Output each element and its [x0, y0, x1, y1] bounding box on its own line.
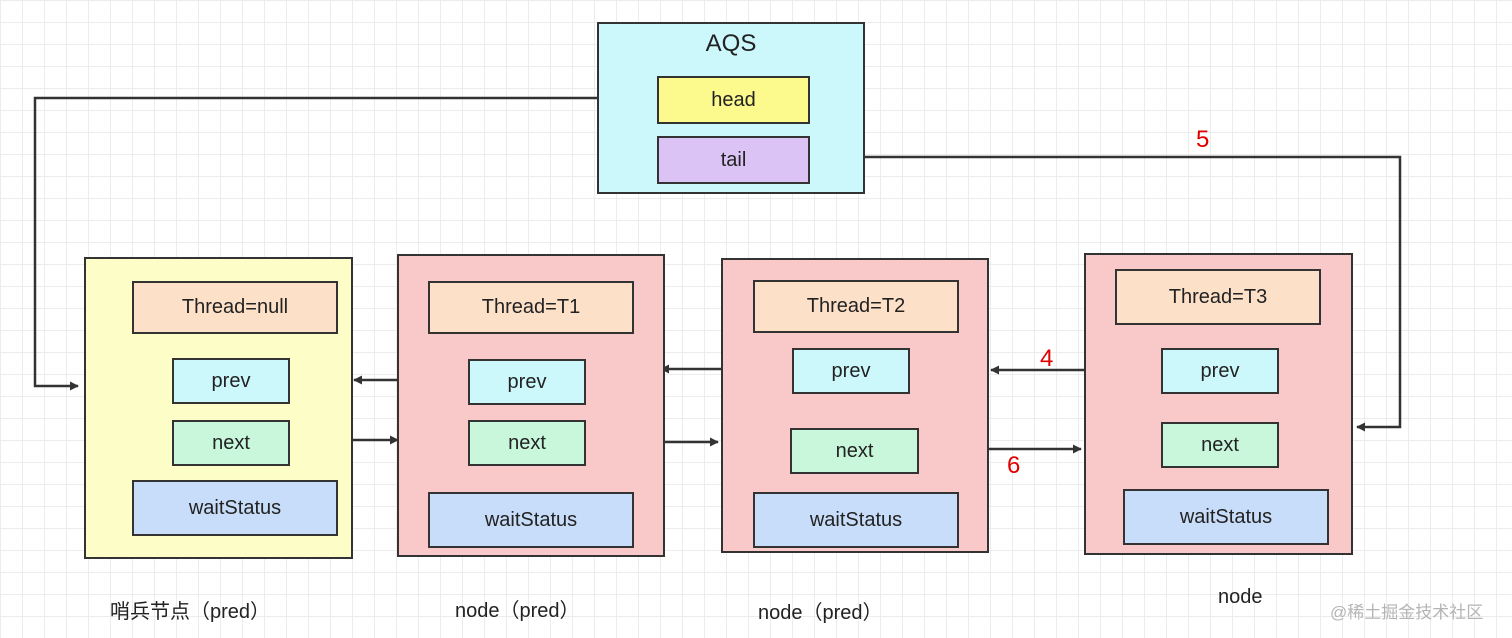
step-5-label: 5: [1196, 126, 1210, 153]
node-t2-caption: node（pred）: [758, 602, 883, 624]
sentinel-caption: 哨兵节点（pred）: [110, 601, 271, 623]
aqs-box: AQS head tail: [597, 22, 865, 194]
thread-field: Thread=T2: [753, 280, 959, 333]
wait-status-field: waitStatus: [428, 492, 634, 548]
wait-status-field: waitStatus: [753, 492, 959, 548]
step-6-label: 6: [1007, 452, 1021, 479]
aqs-title: AQS: [705, 30, 757, 57]
thread-field: Thread=null: [132, 281, 338, 334]
next-field: next: [468, 420, 586, 466]
node-t1: Thread=T1 prev next waitStatus: [397, 254, 665, 557]
thread-field: Thread=T3: [1115, 269, 1321, 325]
node-t3: Thread=T3 prev next waitStatus: [1084, 253, 1353, 555]
sentinel-node: Thread=null prev next waitStatus: [84, 257, 353, 559]
tail-field: tail: [657, 136, 810, 184]
prev-field: prev: [172, 358, 290, 404]
node-t3-caption: node: [1218, 586, 1263, 608]
node-t1-caption: node（pred）: [455, 600, 580, 622]
next-field: next: [790, 428, 919, 474]
prev-field: prev: [792, 348, 910, 394]
wait-status-field: waitStatus: [1123, 489, 1329, 545]
prev-field: prev: [1161, 348, 1279, 394]
head-field: head: [657, 76, 810, 124]
next-field: next: [172, 420, 290, 466]
step-4-label: 4: [1040, 345, 1054, 372]
wait-status-field: waitStatus: [132, 480, 338, 536]
tail-pointer-line: [808, 155, 1402, 432]
prev-field: prev: [468, 359, 586, 405]
next-field: next: [1161, 422, 1279, 468]
node-t2: Thread=T2 prev next waitStatus: [721, 258, 989, 553]
thread-field: Thread=T1: [428, 281, 634, 334]
watermark: @稀土掘金技术社区: [1330, 603, 1484, 622]
head-pointer-line: [33, 96, 657, 391]
